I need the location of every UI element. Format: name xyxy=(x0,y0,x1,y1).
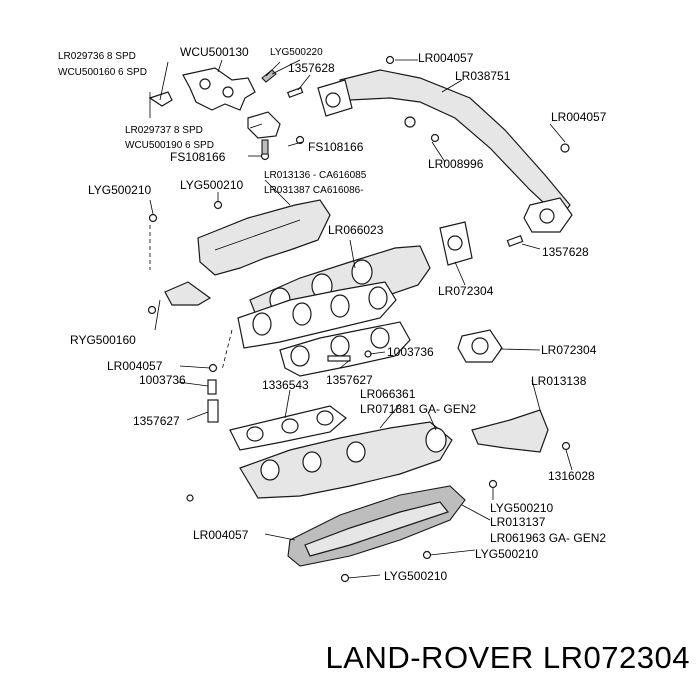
label-lr061963: LR061963 GA- GEN2 xyxy=(490,531,606,545)
guide-line xyxy=(221,329,233,371)
label-lr072304-b: LR072304 xyxy=(541,343,597,357)
label-lr031387: LR031387 CA616086- xyxy=(264,185,364,196)
label-lyg500210-e: LYG500210 xyxy=(384,569,447,583)
label-1316028: 1316028 xyxy=(548,469,595,483)
label-1357627-b: 1357627 xyxy=(326,373,373,387)
exhaust-manifold-upper xyxy=(249,221,524,331)
label-wcu500160: WCU500160 6 SPD xyxy=(58,67,147,78)
label-lr013138: LR013138 xyxy=(531,374,587,388)
label-1357627-a: 1357627 xyxy=(133,414,180,428)
label-lr008996: LR008996 xyxy=(428,157,484,171)
heat-shield-lower xyxy=(287,479,498,583)
label-lyg500220: LYG500220 xyxy=(270,47,323,58)
small-heat-shield xyxy=(147,281,212,315)
label-fs108166-a: FS108166 xyxy=(308,140,364,154)
label-lr013136: LR013136 - CA616085 xyxy=(264,170,367,181)
manifold-gasket-upper xyxy=(237,281,397,349)
brand-part-number-caption: LAND-ROVER LR072304 xyxy=(325,640,690,675)
label-lr004057-bottom: LR004057 xyxy=(193,528,249,542)
heat-shield-upper xyxy=(148,199,331,276)
label-lr066023: LR066023 xyxy=(328,223,384,237)
turbo-flange-gasket xyxy=(457,329,503,363)
manifold-gasket-set xyxy=(229,405,347,451)
turbo-bracket-lower xyxy=(247,111,305,161)
label-lr038751: LR038751 xyxy=(455,69,511,83)
label-lr004057-right: LR004057 xyxy=(551,110,607,124)
label-lyg500210-b: LYG500210 xyxy=(180,178,243,192)
label-lr004057-left: LR004057 xyxy=(107,359,163,373)
crossover-pipe xyxy=(317,55,573,233)
label-lyg500210-c: LYG500210 xyxy=(490,501,553,515)
turbo-bracket-upper xyxy=(148,67,256,118)
label-lr029737: LR029737 8 SPD xyxy=(125,125,203,136)
label-1003736-a: 1003736 xyxy=(387,345,434,359)
label-wcu500130: WCU500130 xyxy=(180,45,249,59)
label-ryg500160: RYG500160 xyxy=(70,333,136,347)
exhaust-manifold-lower xyxy=(239,421,453,499)
manifold-bracket-right xyxy=(471,409,571,453)
label-lr071881: LR071881 GA- GEN2 xyxy=(360,402,476,416)
leader-lines xyxy=(149,59,573,579)
label-lr029736: LR029736 8 SPD xyxy=(58,51,136,62)
label-lr066361: LR066361 xyxy=(360,387,416,401)
stud-1357628-top xyxy=(286,86,304,98)
label-lr072304-a: LR072304 xyxy=(438,284,494,298)
label-lr013137: LR013137 xyxy=(490,515,546,529)
manifold-gasket-lower xyxy=(279,321,411,377)
label-1357628-top: 1357628 xyxy=(288,61,335,75)
label-wcu500190: WCU500190 6 SPD xyxy=(125,140,214,151)
label-1003736-b: 1003736 xyxy=(139,373,186,387)
label-fs108166-b: FS108166 xyxy=(170,150,226,164)
label-1357628-mid: 1357628 xyxy=(542,245,589,259)
label-lr004057-top: LR004057 xyxy=(418,51,474,65)
label-1336543: 1336543 xyxy=(262,378,309,392)
bolt-lyg500220 xyxy=(261,61,281,83)
label-lyg500210-d: LYG500210 xyxy=(475,547,538,561)
label-lyg500210-a: LYG500210 xyxy=(88,183,151,197)
fastener-stack-left xyxy=(186,363,219,502)
